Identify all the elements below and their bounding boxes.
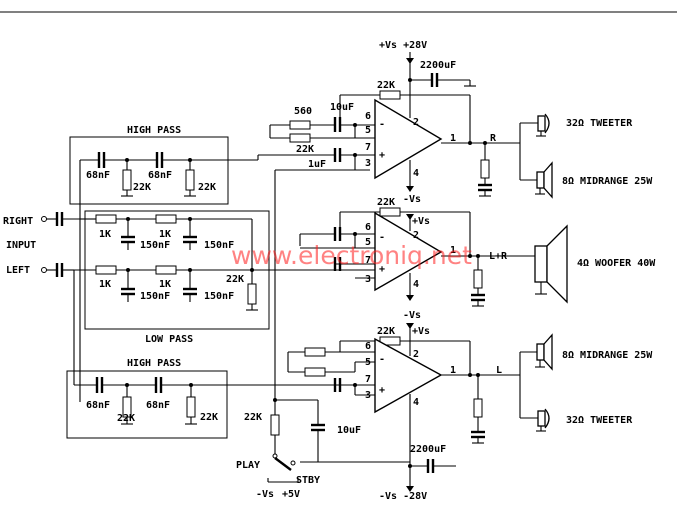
low-pass-r5-value: 22K xyxy=(226,274,244,285)
amplifier-3 xyxy=(287,336,520,444)
tweeter-top-icon xyxy=(519,113,550,143)
midrange-top-icon xyxy=(519,143,553,199)
amp2-pin4: 4 xyxy=(413,279,419,290)
amp2-r22k-feedback-value: 22K xyxy=(377,197,395,208)
top-bypass-cap-value: 2200uF xyxy=(420,60,456,71)
amp3-pin6: 6 xyxy=(365,341,371,352)
high-pass-filter-top-box xyxy=(69,136,229,205)
high-pass-bottom-label: HIGH PASS xyxy=(127,358,181,369)
amp1-c10uf-value: 10uF xyxy=(330,102,354,113)
high-pass-top-network xyxy=(80,152,259,197)
amp1-neg-supply-label: -Vs xyxy=(403,194,421,205)
amp3-minus: - xyxy=(379,354,385,365)
standby-r-value: 22K xyxy=(244,412,262,423)
input-label: INPUT xyxy=(6,240,36,251)
tweeter-top-label: 32Ω TWEETER xyxy=(566,118,633,129)
low-pass-r2-value: 1K xyxy=(159,229,171,240)
right-input-wiring xyxy=(41,160,81,402)
high-pass-bottom-r1-value: 22K xyxy=(117,413,135,424)
amp3-pos-supply-label: +Vs xyxy=(412,326,430,337)
left-input-label: LEFT xyxy=(6,265,30,276)
midrange-bottom-icon xyxy=(519,333,553,375)
amp2-output-label: L+R xyxy=(489,251,508,262)
high-pass-top-r2-value: 22K xyxy=(198,182,216,193)
high-pass-top-label: HIGH PASS xyxy=(127,125,181,136)
supply-rails xyxy=(406,52,476,492)
neg-supply-bottom-label: -Vs -28V xyxy=(379,491,427,502)
low-pass-r1-value: 1K xyxy=(99,229,111,240)
amp2-pin6: 6 xyxy=(365,222,371,233)
amp2-neg-supply-label: -Vs xyxy=(403,310,421,321)
amp1-pin6: 6 xyxy=(365,111,371,122)
amp2-pin5: 5 xyxy=(365,237,371,248)
amp1-pin2: 2 xyxy=(413,117,419,128)
amplifier-1 xyxy=(258,90,520,197)
high-pass-bottom-network xyxy=(74,377,340,425)
high-pass-top-r1-value: 22K xyxy=(133,182,151,193)
high-pass-bottom-c1-value: 68nF xyxy=(86,400,110,411)
low-pass-c2-value: 150nF xyxy=(204,240,234,251)
amp3-pin3: 3 xyxy=(365,390,371,401)
amp2-pin1: 1 xyxy=(450,245,456,256)
stby-pos-label: +5V xyxy=(282,489,300,500)
tweeter-bottom-icon xyxy=(519,375,550,432)
amp1-pin7: 7 xyxy=(365,142,371,153)
amp1-c1uf-value: 1uF xyxy=(308,159,326,170)
amp1-r22k-feedback-value: 22K xyxy=(377,80,395,91)
amp1-r22k-value: 22K xyxy=(296,144,314,155)
high-pass-filter-bottom-box xyxy=(66,370,228,439)
amp1-r560-value: 560 xyxy=(294,106,312,117)
pos-supply-top-label: +Vs +28V xyxy=(379,40,427,51)
stby-neg-label: -Vs xyxy=(256,489,274,500)
amp1-pin4: 4 xyxy=(413,168,419,179)
right-input-label: RIGHT xyxy=(3,216,33,227)
low-pass-r3-value: 1K xyxy=(99,279,111,290)
amp2-pin3: 3 xyxy=(365,274,371,285)
low-pass-c1-value: 150nF xyxy=(140,240,170,251)
amp3-pin5: 5 xyxy=(365,357,371,368)
midrange-bottom-label: 8Ω MIDRANGE 25W xyxy=(562,350,653,361)
amp2-pos-supply-label: +Vs xyxy=(412,216,430,227)
amp2-pin7: 7 xyxy=(365,255,371,266)
low-pass-c3-value: 150nF xyxy=(140,291,170,302)
midrange-top-label: 8Ω MIDRANGE 25W xyxy=(562,176,653,187)
low-pass-r4-value: 1K xyxy=(159,279,171,290)
standby-c-value: 10uF xyxy=(337,425,361,436)
tweeter-bottom-label: 32Ω TWEETER xyxy=(566,415,633,426)
high-pass-bottom-r2-value: 22K xyxy=(200,412,218,423)
amp3-output-label: L xyxy=(496,365,502,376)
amp1-plus: + xyxy=(379,150,385,161)
amp3-r22k-feedback-value: 22K xyxy=(377,326,395,337)
amp3-pin7: 7 xyxy=(365,374,371,385)
high-pass-top-c1-value: 68nF xyxy=(86,170,110,181)
bottom-bypass-cap-value: 2200uF xyxy=(410,444,446,455)
woofer-label: 4Ω WOOFER 40W xyxy=(577,258,656,269)
amp1-pin3: 3 xyxy=(365,158,371,169)
amp3-pin1: 1 xyxy=(450,365,456,376)
amp1-pin1: 1 xyxy=(450,133,456,144)
stby-label: STBY xyxy=(296,475,320,486)
amp2-minus: - xyxy=(379,232,385,243)
woofer-icon xyxy=(534,224,568,304)
amp2-pin2: 2 xyxy=(413,230,419,241)
standby-bus xyxy=(267,169,411,483)
left-input-wiring xyxy=(41,263,75,385)
watermark: www.electroniq.net xyxy=(231,241,472,270)
amp2-plus: + xyxy=(379,264,385,275)
low-pass-label: LOW PASS xyxy=(145,334,193,345)
high-pass-bottom-c2-value: 68nF xyxy=(146,400,170,411)
amp1-pin5: 5 xyxy=(365,125,371,136)
low-pass-network xyxy=(74,214,370,311)
amp1-minus: - xyxy=(379,119,385,130)
amplifier-2 xyxy=(299,207,535,307)
play-label: PLAY xyxy=(236,460,260,471)
amp3-pin2: 2 xyxy=(413,349,419,360)
amp3-plus: + xyxy=(379,385,385,396)
amp1-output-label: R xyxy=(490,133,497,144)
amp3-pin4: 4 xyxy=(413,397,419,408)
low-pass-c4-value: 150nF xyxy=(204,291,234,302)
high-pass-top-c2-value: 68nF xyxy=(148,170,172,181)
